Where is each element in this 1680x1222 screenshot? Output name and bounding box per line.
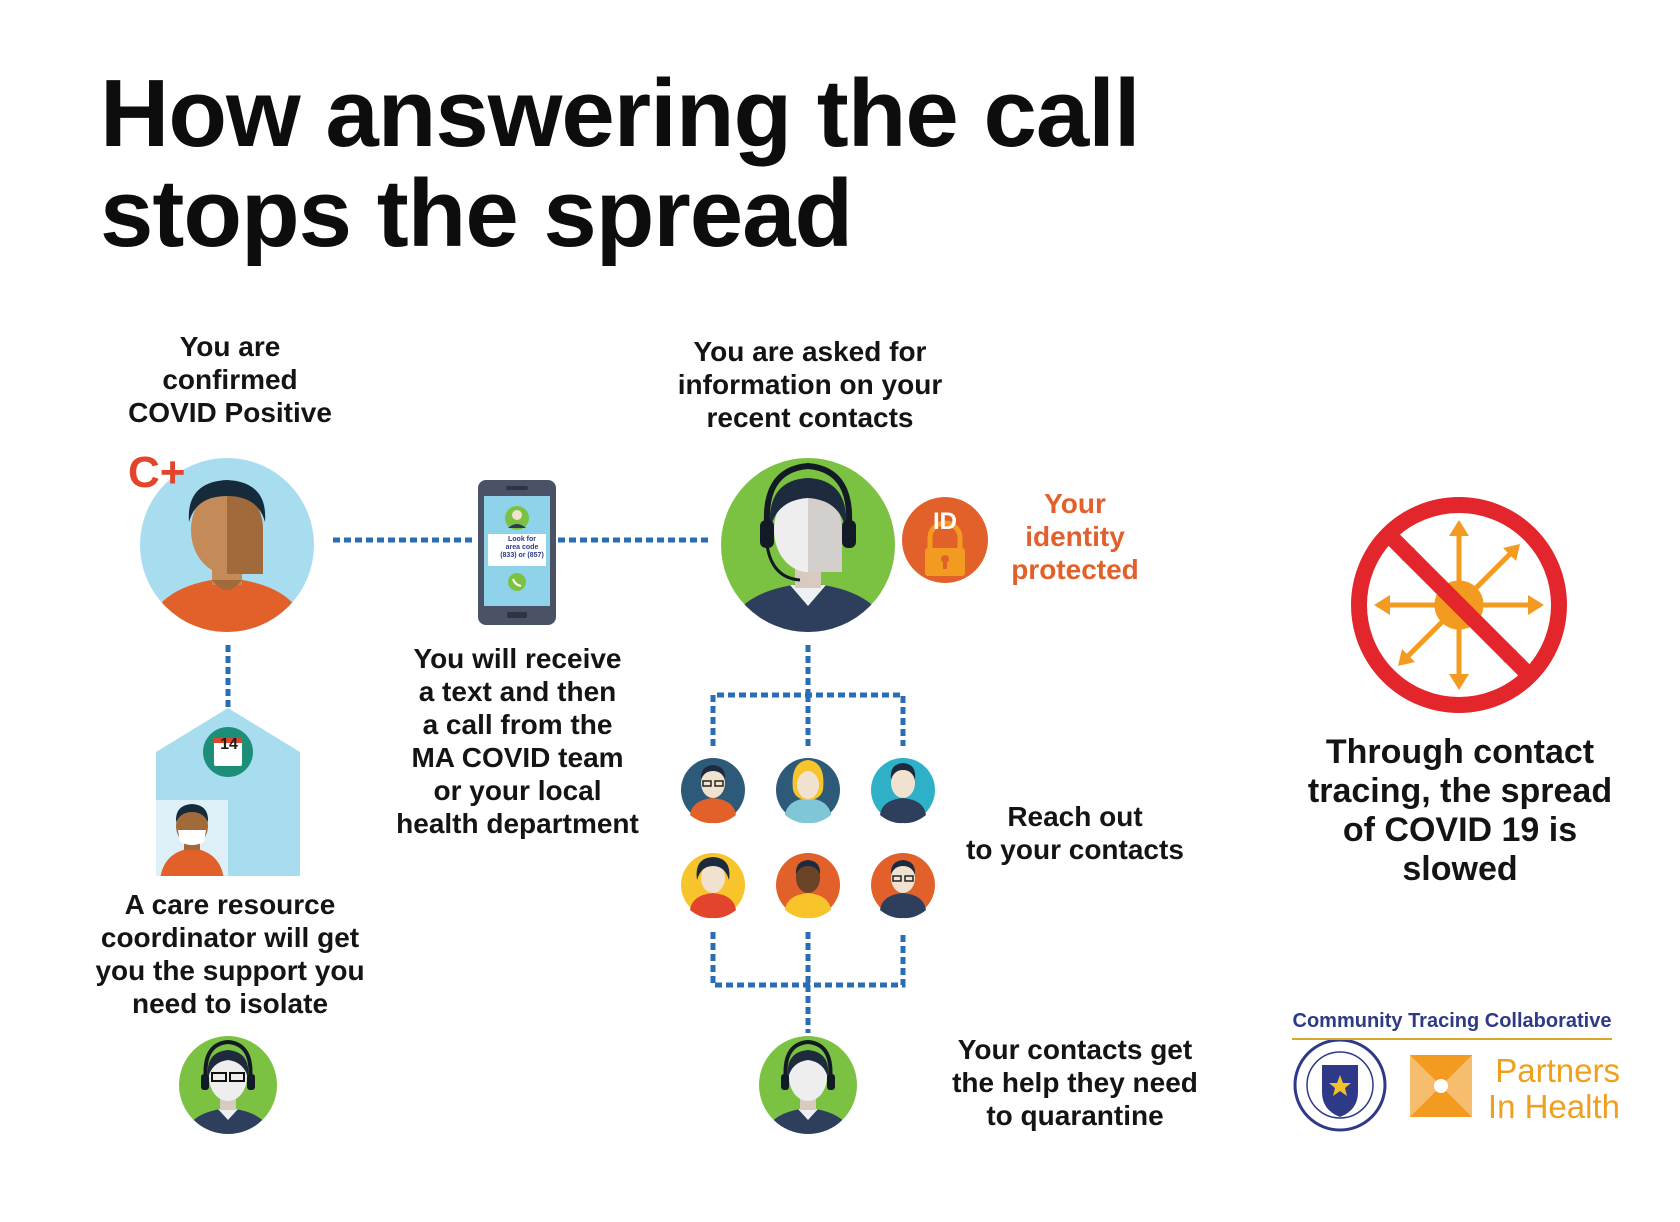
phone-icon — [478, 480, 556, 625]
title-line-1: How answering the call — [100, 60, 1141, 167]
contact-avatar-icon — [871, 853, 935, 919]
house-icon — [156, 708, 300, 876]
collaborative-logo-text: Community Tracing Collaborative — [1292, 1010, 1612, 1032]
partners-line: Partners — [1495, 1052, 1620, 1089]
logo-divider — [1292, 1038, 1612, 1040]
phone-screen-line: Look for — [508, 536, 536, 543]
calendar-icon — [203, 727, 253, 777]
label-line: information on your — [677, 369, 943, 400]
no-spread-icon — [1351, 497, 1567, 713]
id-badge-text: ID — [933, 508, 957, 535]
coordinator-headset-icon — [179, 1036, 277, 1134]
contact-avatar-icon — [776, 853, 840, 919]
label-identity: Your identity protected — [990, 487, 1160, 586]
label-line: you the support you — [95, 955, 365, 986]
label-line: You are asked for — [693, 336, 927, 367]
label-line: You are — [179, 331, 281, 362]
label-line: tracing, the spread — [1307, 772, 1613, 810]
title-line-2: stops the spread — [100, 160, 853, 267]
page-title: How answering the call stops the spread — [100, 64, 1500, 264]
calendar-day: 14 — [220, 736, 238, 753]
label-line: identity — [1025, 521, 1125, 552]
label-text-call: You will receive a text and then a call … — [375, 642, 660, 840]
phone-screen-text: Look for area code (833) or (857) — [486, 536, 558, 560]
label-line: of COVID 19 is — [1342, 811, 1578, 849]
contacts-grid — [681, 758, 935, 919]
partners-logo-icon — [1410, 1055, 1472, 1117]
masked-person-icon — [160, 804, 224, 876]
label-line: MA COVID team — [411, 742, 624, 773]
contact-avatar-icon — [776, 758, 840, 824]
contact-avatar-icon — [681, 758, 745, 824]
label-care: A care resource coordinator will get you… — [70, 888, 390, 1020]
label-line: need to isolate — [131, 988, 329, 1019]
label-line: or your local — [433, 775, 602, 806]
label-line: recent contacts — [706, 402, 914, 433]
id-lock-icon — [902, 497, 988, 583]
quarantine-agent-icon — [759, 1036, 857, 1134]
label-line: to quarantine — [986, 1100, 1164, 1131]
phone-screen-line: (833) or (857) — [500, 552, 544, 559]
agent-headset-icon — [721, 458, 895, 632]
label-line: to your contacts — [966, 834, 1184, 865]
label-line: a text and then — [418, 676, 617, 707]
contact-avatar-icon — [871, 758, 935, 824]
person-icon — [140, 458, 314, 632]
label-line: Through contact — [1325, 733, 1595, 771]
label-line: Your contacts get — [957, 1034, 1193, 1065]
label-help: Your contacts get the help they need to … — [930, 1033, 1220, 1132]
label-line: You will receive — [413, 643, 622, 674]
label-slowed: Through contact tracing, the spread of C… — [1280, 733, 1640, 889]
partners-logo-text: Partners In Health — [1480, 1053, 1620, 1125]
label-line: COVID Positive — [128, 397, 332, 428]
label-line: the help they need — [952, 1067, 1198, 1098]
connector-lines — [225, 537, 906, 1033]
phone-screen-line: area code — [505, 544, 539, 551]
partners-line: In Health — [1487, 1088, 1620, 1125]
label-line: protected — [1011, 554, 1139, 585]
label-reach: Reach out to your contacts — [945, 800, 1205, 866]
state-seal-icon — [1293, 1038, 1387, 1132]
label-line: A care resource — [124, 889, 336, 920]
label-line: slowed — [1402, 850, 1518, 888]
label-line: a call from the — [422, 709, 613, 740]
label-confirmed: You are confirmed COVID Positive — [100, 330, 360, 429]
label-line: health department — [396, 808, 639, 839]
label-line: Reach out — [1007, 801, 1143, 832]
label-asked: You are asked for information on your re… — [640, 335, 980, 434]
label-line: coordinator will get — [100, 922, 360, 953]
covid-positive-badge: C+ — [128, 448, 186, 497]
contact-avatar-icon — [681, 853, 745, 919]
label-line: confirmed — [162, 364, 298, 395]
label-line: Your — [1044, 488, 1106, 519]
